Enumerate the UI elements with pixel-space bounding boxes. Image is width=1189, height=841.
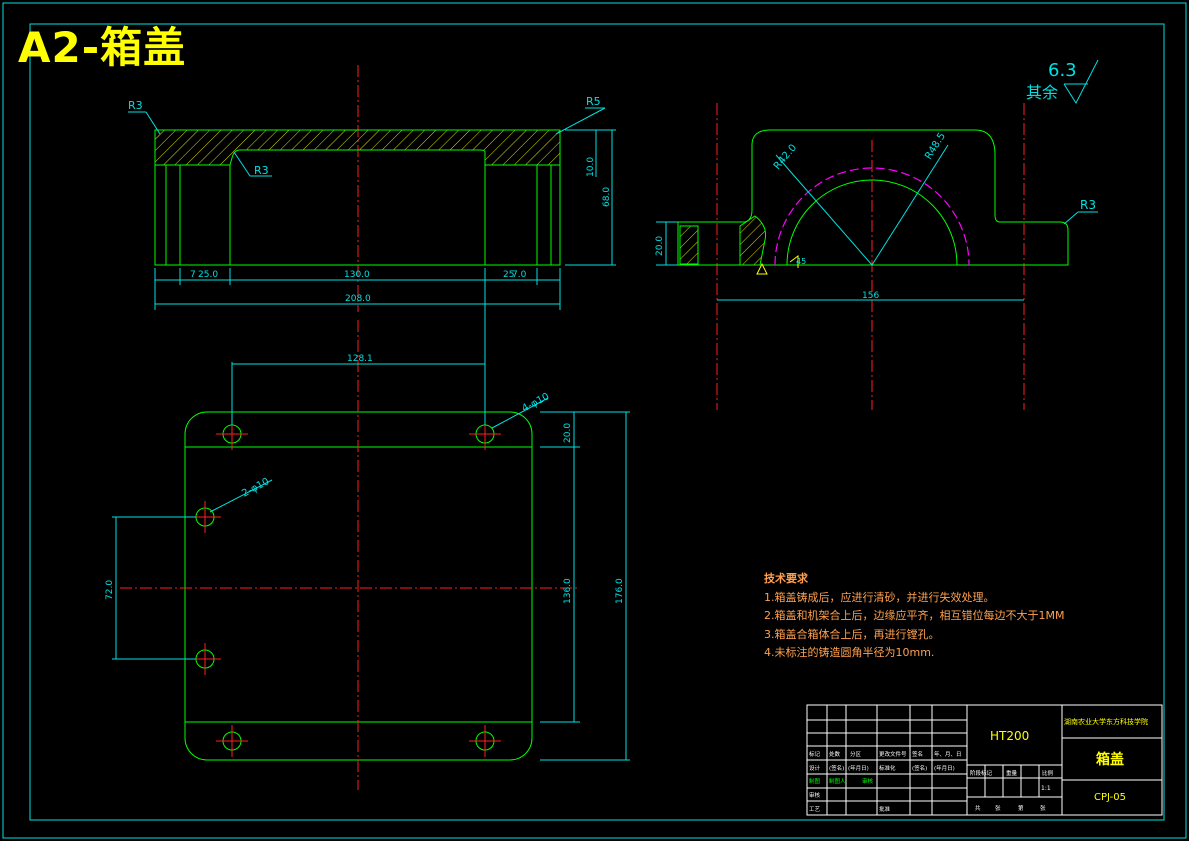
label-r42: R42.0 — [772, 142, 799, 171]
dim-7-right: 7.0 — [512, 270, 527, 280]
svg-text:标准化: 标准化 — [879, 764, 896, 772]
label-r48: R48.5 — [923, 131, 948, 162]
svg-text:共: 共 — [975, 804, 981, 812]
label-r5: R5 — [586, 95, 601, 108]
svg-text:审核: 审核 — [809, 791, 821, 799]
label-r3-left: R3 — [128, 99, 143, 112]
svg-text:批准: 批准 — [879, 805, 891, 813]
svg-text:审核: 审核 — [862, 777, 874, 785]
svg-text:签名: 签名 — [912, 750, 923, 758]
svg-text:年、月、日: 年、月、日 — [934, 750, 962, 758]
dim-176: 176.0 — [615, 578, 625, 604]
dim-128: 128.1 — [347, 354, 373, 364]
tech-req-item: 4.未标注的铸造圆角半径为10mm. — [764, 646, 935, 659]
tech-req-title: 技术要求 — [764, 572, 808, 585]
svg-text:比例: 比例 — [1042, 769, 1054, 777]
label-r3-side: R3 — [1080, 198, 1096, 212]
svg-text:第: 第 — [1018, 804, 1024, 812]
svg-text:张: 张 — [1040, 804, 1046, 812]
label-2-holes: 2-φ10 — [240, 476, 271, 499]
dim-136: 136.0 — [563, 578, 573, 604]
label-r3-inner: R3 — [254, 164, 269, 177]
svg-text:(年月日): (年月日) — [848, 764, 869, 772]
dim-25-right: 25 — [503, 270, 514, 280]
svg-text:制图: 制图 — [809, 777, 821, 785]
school-name: 湖南农业大学东方科技学院 — [1064, 717, 1148, 726]
dim-7: 7 — [190, 270, 196, 280]
dim-208: 208.0 — [345, 294, 371, 304]
part-name: 箱盖 — [1096, 751, 1124, 768]
technical-requirements: 技术要求 1.箱盖铸成后，应进行清砂，并进行失效处理。 2.箱盖和机架合上后，边… — [764, 570, 1064, 663]
svg-text:(签名): (签名) — [912, 764, 927, 772]
label-4-holes: 4-φ10 — [520, 391, 551, 414]
tech-req-item: 3.箱盖合箱体合上后，再进行镗孔。 — [764, 627, 940, 641]
material: HT200 — [990, 729, 1029, 743]
side-view — [656, 103, 1098, 410]
tech-req-item: 2.箱盖和机架合上后，边缘应平齐，相互错位每边不大于1MM — [764, 609, 1065, 622]
dim-20: 20.0 — [655, 236, 665, 256]
side-view-labels: R42.0 R48.5 R3 45 20.0 156 — [655, 131, 1096, 301]
svg-text:(签名): (签名) — [829, 764, 844, 772]
roughness-symbol: 6.3 其余 — [1026, 59, 1099, 105]
top-view-labels: 128.1 4-φ10 2-φ10 20.0 72.0 136.0 176.0 — [105, 354, 625, 604]
inner-frame — [29, 23, 1165, 821]
svg-text:更改文件号: 更改文件号 — [879, 750, 907, 758]
scale-value: 1:1 — [1041, 785, 1051, 792]
dim-130: 130.0 — [344, 270, 370, 280]
title-block — [806, 704, 1163, 816]
title-block-text: HT200 湖南农业大学东方科技学院 箱盖 CPJ-05 1:1 标记 处数 分… — [809, 717, 1148, 813]
svg-text:(年月日): (年月日) — [934, 764, 955, 772]
svg-text:重量: 重量 — [1006, 769, 1018, 777]
dim-156: 156 — [862, 291, 879, 301]
roughness-value: 6.3 — [1048, 60, 1077, 81]
svg-text:工艺: 工艺 — [809, 806, 821, 813]
dim-72: 72.0 — [105, 580, 115, 600]
sheet-title: A2-箱盖 — [18, 23, 187, 72]
svg-text:设计: 设计 — [809, 764, 821, 772]
dim-68: 68.0 — [602, 187, 612, 207]
svg-text:阶段标记: 阶段标记 — [970, 769, 993, 777]
svg-text:处数: 处数 — [829, 750, 841, 758]
front-view — [128, 65, 616, 312]
svg-text:标记: 标记 — [809, 750, 821, 758]
tech-req-item: 1.箱盖铸成后，应进行清砂，并进行失效处理。 — [764, 590, 995, 604]
svg-text:张: 张 — [995, 804, 1001, 812]
label-angle: 45 — [796, 257, 806, 266]
dim-10: 10.0 — [586, 157, 596, 177]
top-view — [112, 280, 630, 790]
dim-20-top: 20.0 — [563, 423, 573, 443]
roughness-label: 其余 — [1026, 83, 1058, 102]
svg-text:制图人: 制图人 — [829, 777, 846, 785]
drawing-number: CPJ-05 — [1094, 792, 1126, 803]
front-view-labels: R3 R5 R3 7 25.0 130.0 25 7.0 208.0 10.0 … — [128, 95, 612, 304]
svg-text:分区: 分区 — [850, 750, 862, 758]
dim-25-left: 25.0 — [198, 270, 218, 280]
